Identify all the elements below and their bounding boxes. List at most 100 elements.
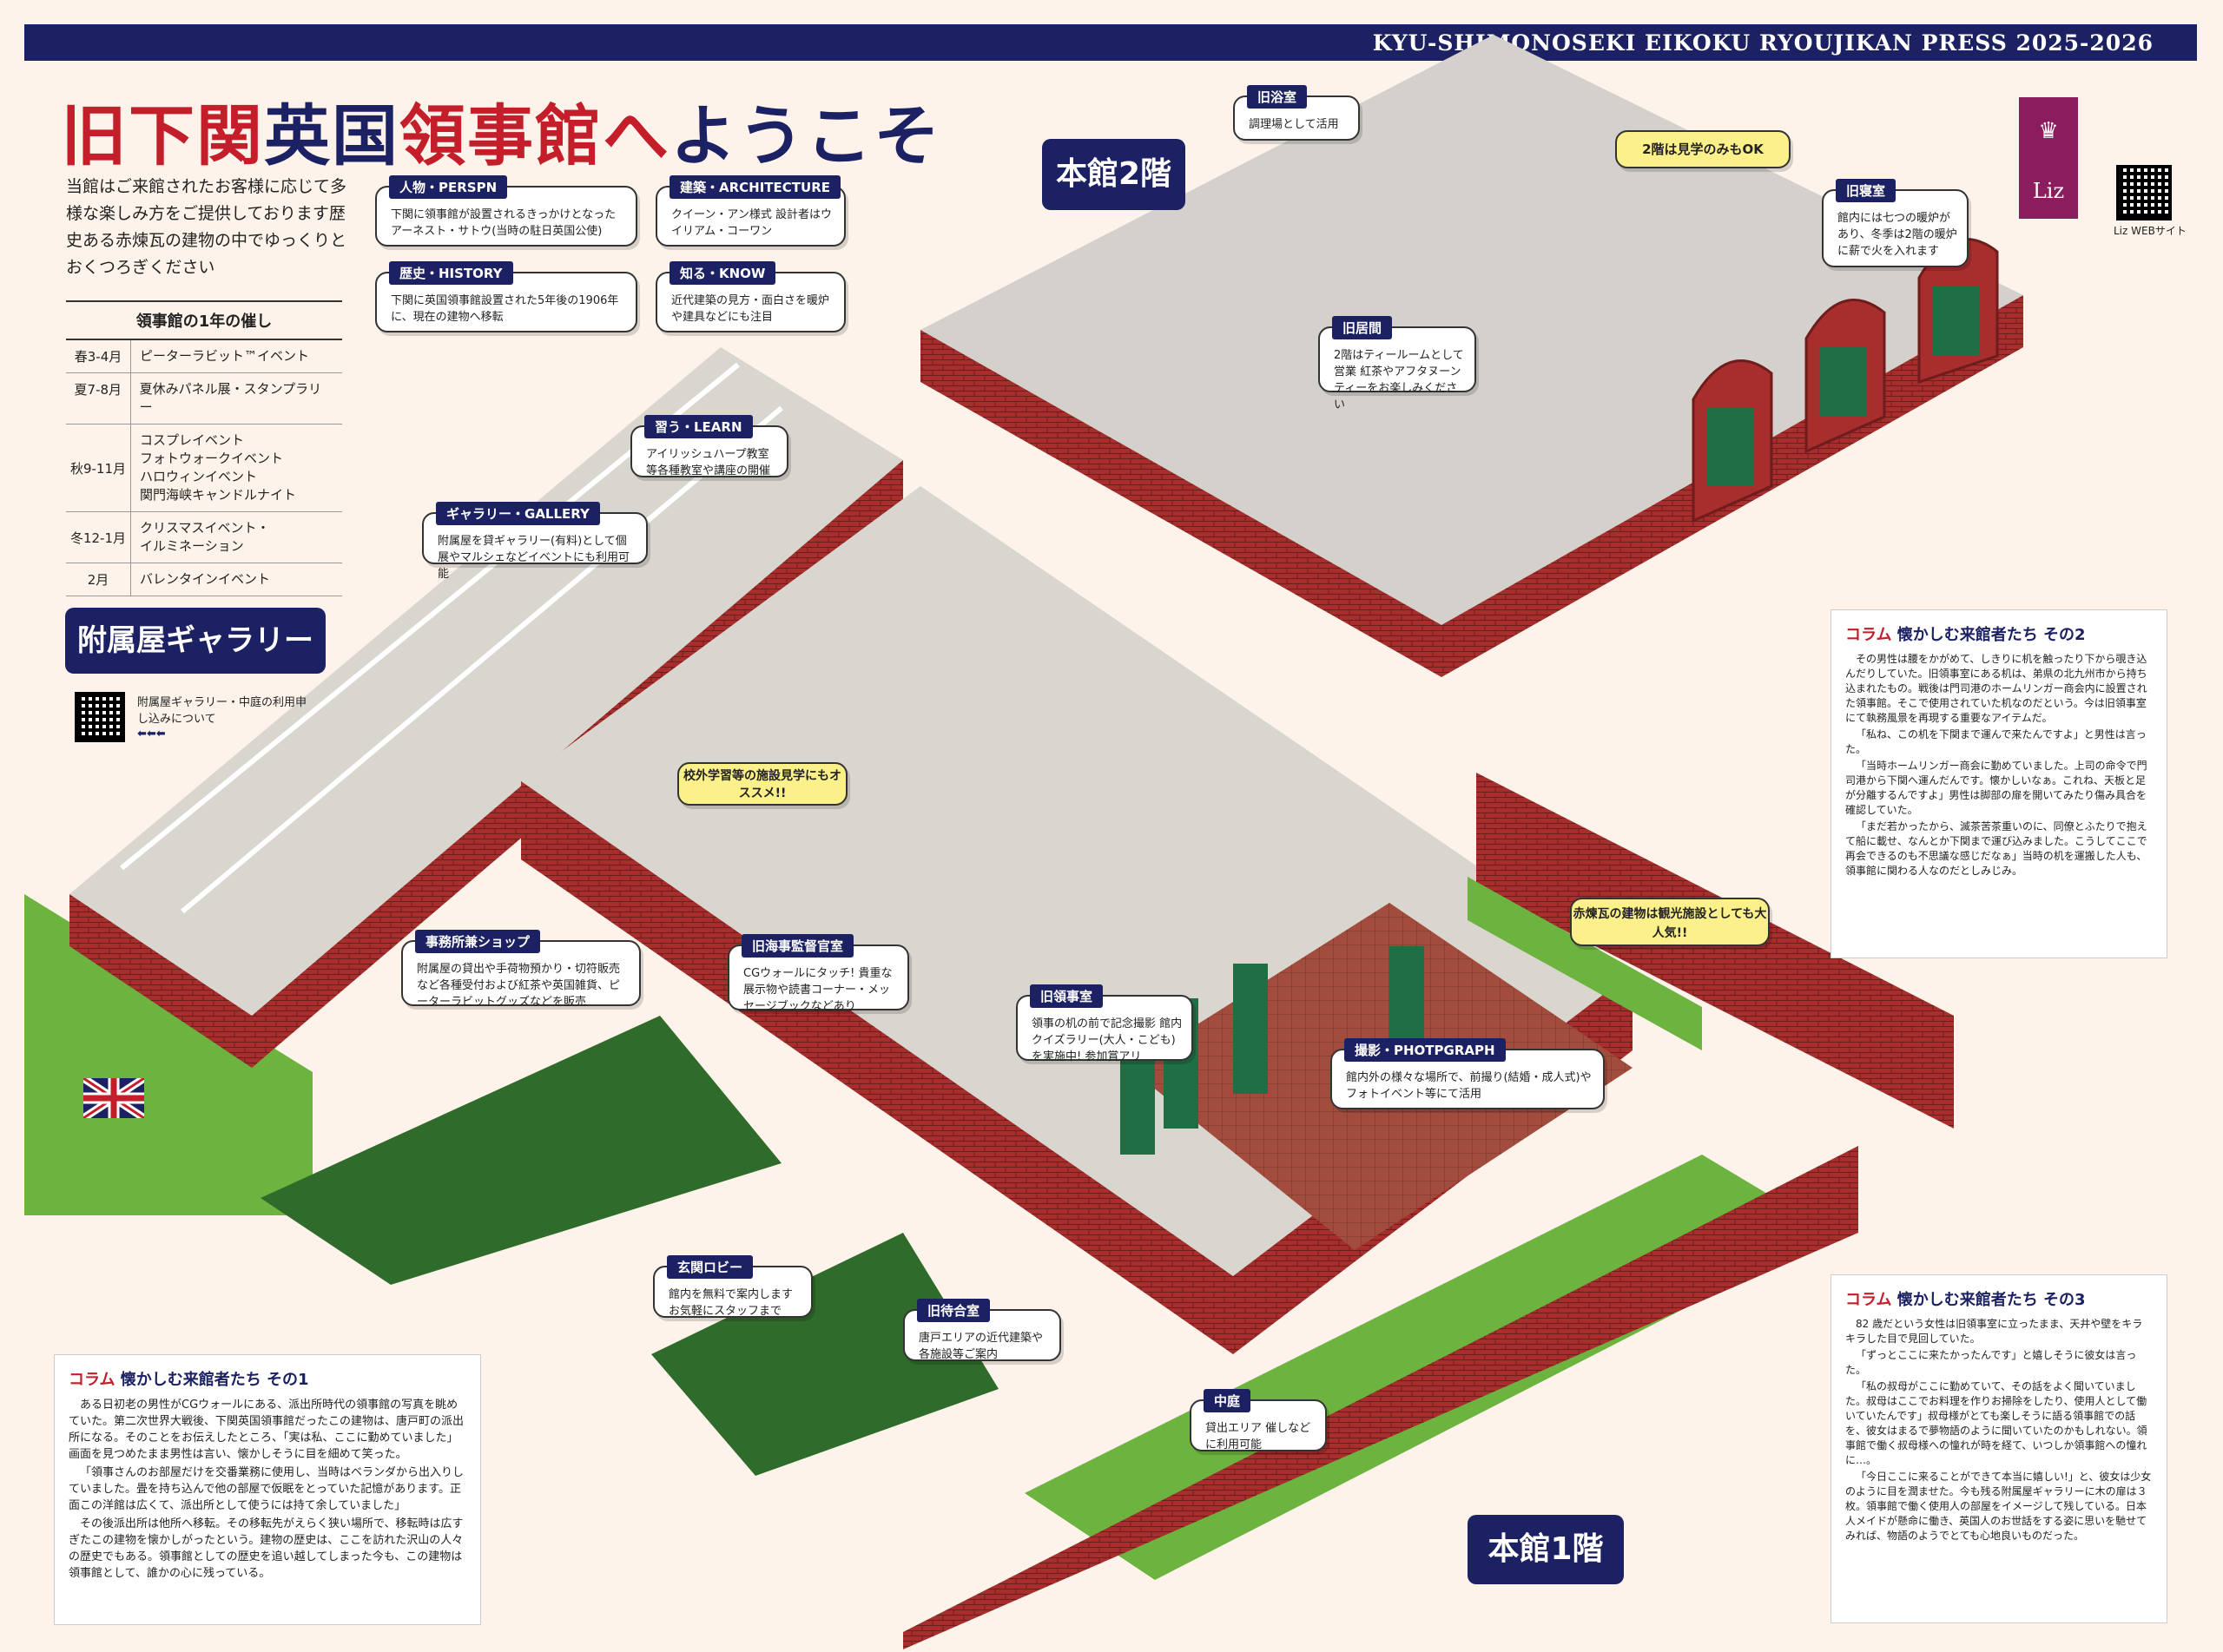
column-2-para: 「当時ホームリンガー商会に勤めていました。上司の命令で門司港から下関へ運んだんで… [1845,760,2147,816]
column-2-body: その男性は腰をかがめて、しきりに机を触ったり下から覗き込んだりしていた。旧領事室… [1845,652,2153,879]
callout-gallery-text: 附属屋を貸ギャラリー(有料)として個展やマルシェなどイベントにも利用可能 [438,535,630,581]
category-architecture: 建築・ARCHITECTURE クイーン・アン様式 設計者はウイリアム・コーワン [656,175,846,247]
liz-logo-text: Liz [2032,179,2065,203]
category-architecture-label: 建築・ARCHITECTURE [670,175,841,199]
intro-text: 当館はご来館されたお客様に応じて多様な楽しみ方をご提供しております歴史ある赤煉瓦… [66,177,347,277]
callout-photo-label: 撮影・PHOTPGRAPH [1344,1038,1506,1062]
column-1-para: その後派出所は他所へ移転。その移転先がえらく狭い場所で、移転時は広すぎたこの建物… [69,1517,464,1580]
callout-waiting-text: 唐戸エリアの近代建築や各施設等ご案内 [919,1332,1044,1361]
garden-bed [261,1016,782,1285]
floor-1-tag: 本館1階 [1468,1515,1624,1584]
callout-consul-label: 旧領事室 [1030,984,1104,1008]
callout-photo-text: 館内外の様々な場所で、前撮り(結婚・成人式)やフォトイベント等にて活用 [1346,1071,1592,1101]
callout-consul-text: 領事の机の前で記念撮影 館内クイズラリー(大人・こども)を実施中! 参加賞アリ [1032,1017,1183,1063]
floor-2-tag: 本館2階 [1042,139,1185,210]
main-building-2f [920,35,2023,677]
event-items: バレンタインイベント [140,571,271,587]
callout-bedroom-label: 旧寝室 [1836,179,1896,202]
callout-courtyard-text: 貸出エリア 催しなどに利用可能 [1205,1422,1311,1451]
callout-learn-label: 習う・LEARN [644,415,753,438]
column-2: コラム 懐かしむ来館者たち その2 その男性は腰をかがめて、しきりに机を触ったり… [1831,609,2167,958]
event-season: 秋9-11月 [66,425,131,511]
callout-courtyard-label: 中庭 [1204,1389,1251,1412]
category-history-text: 下関に英国領事館設置された5年後の1906年に、現在の建物へ移転 [391,294,619,324]
category-know-label: 知る・KNOW [670,261,776,285]
callout-customs: 旧海事監督官室 CGウォールにタッチ! 貴重な展示物や読書コーナー・メッセージブ… [728,934,909,1013]
garden-bed-2 [651,1233,999,1476]
header-bar: KYU-SHIMONOSEKI EIKOKU RYOUJIKAN PRESS 2… [24,24,2197,61]
event-season: 春3-4月 [66,340,131,372]
callout-gallery-label: ギャラリー・GALLERY [436,502,600,525]
column-3-heading: 懐かしむ来館者たち その3 [1896,1291,2086,1309]
union-jack-icon [83,1078,144,1118]
title-part-1: 旧下関 [61,97,264,174]
event-items: コスプレイベント フォトウォークイベント ハロウィンイベント 関門海峡キャンドル… [140,432,297,503]
events-row: 夏7-8月夏休みパネル展・スタンプラリー [66,373,342,425]
callout-bath: 旧浴室 調理場として活用 [1233,85,1360,141]
callout-living-label: 旧居間 [1332,316,1393,339]
column-1-para: 「領事さんのお部屋だけを交番業務に使用し、当時はベランダから出入りしていました。… [69,1466,465,1512]
column-2-heading: 懐かしむ来館者たち その2 [1896,626,2086,644]
callout-bath-text: 調理場として活用 [1249,118,1339,131]
lawn-left [24,894,313,1215]
events-row: 2月バレンタインイベント [66,563,342,596]
column-3-para: 82 歳だという女性は旧領事室に立ったまま、天井や壁をキラキラした目で見回してい… [1845,1318,2143,1345]
column-1-heading: 懐かしむ来館者たち その1 [120,1371,309,1389]
callout-learn: 習う・LEARN アイリッシュハープ教室等各種教室や講座の開催 [630,415,788,477]
callout-customs-text: CGウォールにタッチ! 貴重な展示物や読書コーナー・メッセージブックなどあり [743,967,893,1013]
liz-logo[interactable]: ♛ Liz [2019,97,2078,219]
column-3: コラム 懐かしむ来館者たち その3 82 歳だという女性は旧領事室に立ったまま、… [1831,1274,2167,1623]
category-person: 人物・PERSPN 下関に領事館が設置されるきっかけとなったアーネスト・サトウ(… [375,175,637,247]
callout-school: 校外学習等の施設見学にもオススメ!! [677,762,848,806]
callout-brick: 赤煉瓦の建物は観光施設としても大人気!! [1570,898,1770,946]
column-2-tag: コラム [1845,626,1892,644]
callout-consul: 旧領事室 領事の机の前で記念撮影 館内クイズラリー(大人・こども)を実施中! 参… [1016,984,1193,1063]
events-row: 冬12-1月クリスマスイベント・ イルミネーション [66,512,342,563]
column-2-title: コラム 懐かしむ来館者たち その2 [1845,622,2153,645]
web-qr-caption: Liz WEBサイト [2114,225,2187,237]
crown-icon: ♛ [2038,118,2059,144]
events-row: 秋9-11月コスプレイベント フォトウォークイベント ハロウィンイベント 関門海… [66,425,342,512]
annex-qr-code[interactable] [75,692,125,742]
event-items: 夏休みパネル展・スタンプラリー [139,381,322,415]
title-part-3: 領事館 [399,97,603,174]
column-3-tag: コラム [1845,1291,1892,1309]
column-3-para: 「私の叔母がここに勤めていて、その話をよく聞いていました。叔母はここでお料理を作… [1845,1380,2147,1466]
column-3-para: 「ずっとここに来たかったんです」と嬉しそうに彼女は言った。 [1845,1349,2137,1376]
callout-customs-label: 旧海事監督官室 [742,934,854,958]
callout-waiting: 旧待合室 唐戸エリアの近代建築や各施設等ご案内 [903,1299,1061,1361]
column-1-para: ある日初老の男性がCGウォールにある、派出所時代の領事館の写真を眺めていた。第二… [69,1399,465,1461]
callout-waiting-label: 旧待合室 [917,1299,991,1322]
title-part-2: 英国 [264,97,399,174]
callout-lobby-label: 玄関ロビー [667,1255,754,1279]
callout-photo: 撮影・PHOTPGRAPH 館内外の様々な場所で、前撮り(結婚・成人式)やフォト… [1330,1038,1605,1109]
event-season: 2月 [66,563,131,596]
category-know: 知る・KNOW 近代建築の見方・面白さを暖炉や建具などにも注目 [656,261,846,332]
category-architecture-text: クイーン・アン様式 設計者はウイリアム・コーワン [671,208,832,238]
callout-view-only: 2階は見学のみもOK [1615,130,1791,168]
events-title: 領事館の1年の催し [66,300,342,340]
category-history: 歴史・HISTORY 下関に英国領事館設置された5年後の1906年に、現在の建物… [375,261,637,332]
callout-bedroom: 旧寝室 館内には七つの暖炉があり、冬季は2階の暖炉に薪で火を入れます [1822,179,1969,267]
callout-living-text: 2階はティールームとして営業 紅茶やアフタヌーンティーをお楽しみください [1334,349,1464,411]
callout-bath-label: 旧浴室 [1247,85,1308,109]
column-2-para: 「私ね、この机を下関まで運んで来たんですよ」と男性は言った。 [1845,728,2147,755]
column-3-body: 82 歳だという女性は旧領事室に立ったまま、天井や壁をキラキラした目で見回してい… [1845,1317,2153,1543]
events-table: 領事館の1年の催し 春3-4月ピーターラビット™イベント 夏7-8月夏休みパネル… [66,300,342,596]
side-walk-right [1468,877,1702,1050]
page-title: 旧下関英国領事館へようこそ [61,82,941,178]
category-history-label: 歴史・HISTORY [389,261,513,285]
column-1-tag: コラム [69,1371,115,1389]
callout-lobby-text: 館内を無料で案内しますお気軽にスタッフまで [669,1288,794,1318]
column-2-para: その男性は腰をかがめて、しきりに机を触ったり下から覗き込んだりしていた。旧領事室… [1845,653,2147,724]
column-1-title: コラム 懐かしむ来館者たち その1 [69,1367,466,1390]
events-row: 春3-4月ピーターラビット™イベント [66,340,342,373]
web-qr-code[interactable] [2116,165,2172,220]
category-know-text: 近代建築の見方・面白さを暖炉や建具などにも注目 [671,294,830,324]
title-part-4: へ [603,97,670,174]
column-3-para: 「今日ここに来ることができて本当に嬉しい!」と、彼女は少女のように目を潤ませた。… [1845,1471,2152,1542]
callout-courtyard: 中庭 貸出エリア 催しなどに利用可能 [1190,1389,1327,1451]
outer-wall-right [1476,773,1954,1129]
event-items: クリスマスイベント・ イルミネーション [140,520,270,554]
annex-qr-caption: 附属屋ギャラリー・中庭の利用申し込みについて [137,696,307,726]
